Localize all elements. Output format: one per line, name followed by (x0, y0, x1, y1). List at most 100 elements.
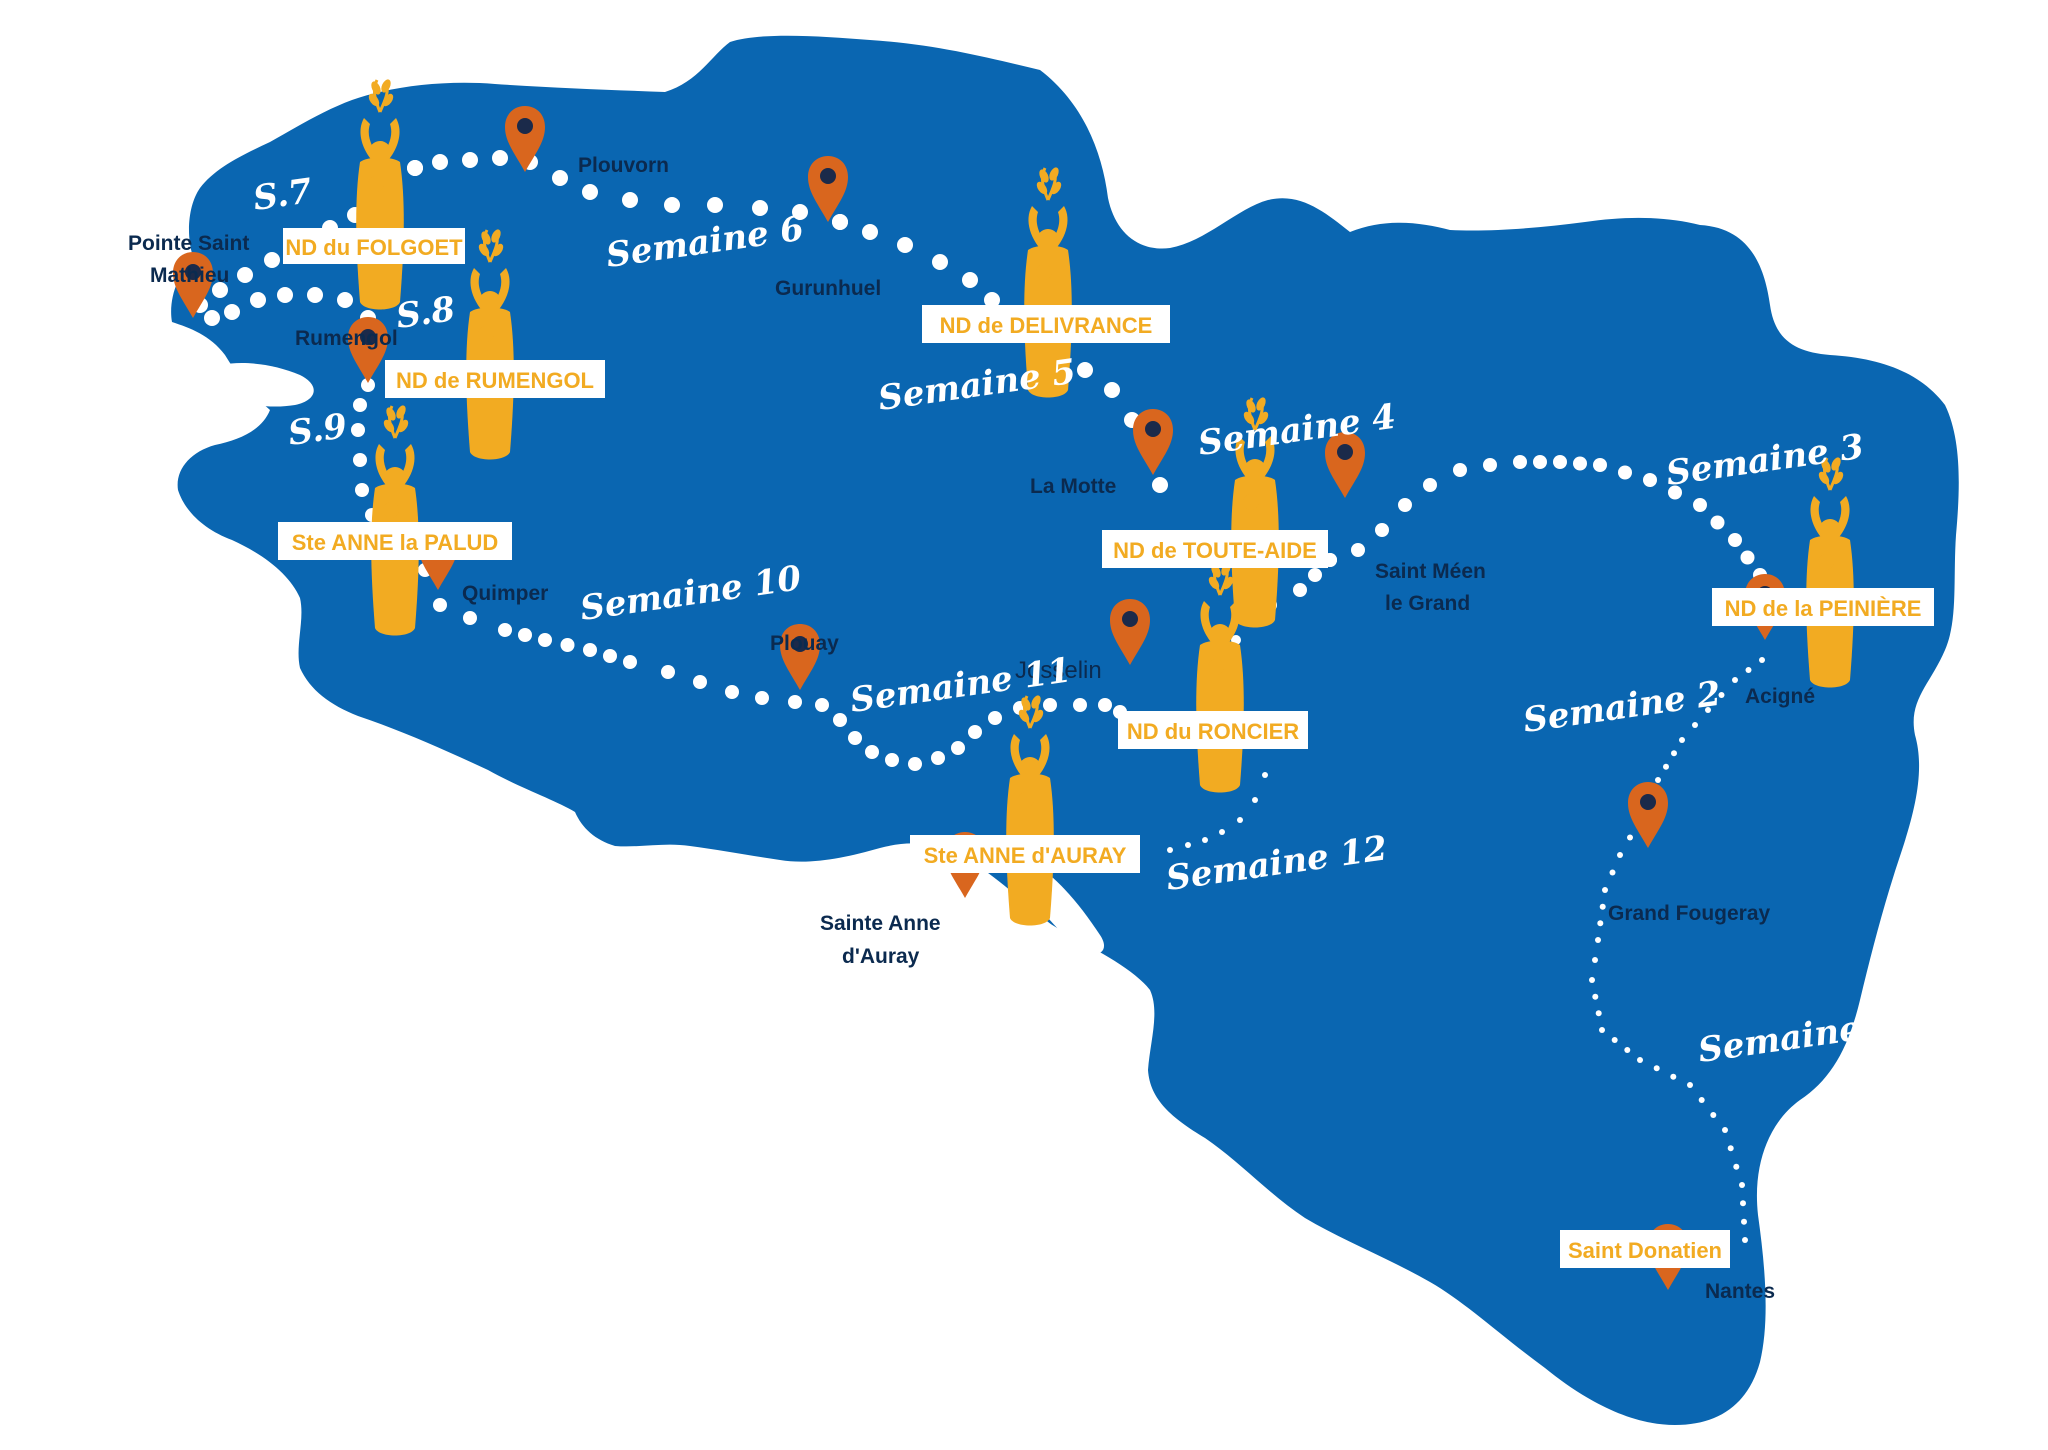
route-dot (1483, 458, 1497, 472)
route-dot (1593, 458, 1607, 472)
route-dot (1453, 463, 1467, 477)
route-dot (1668, 485, 1682, 500)
route-dot (603, 649, 617, 663)
route-semaine-12 (1167, 772, 1268, 853)
route-dot (1098, 698, 1112, 712)
route-dot (885, 753, 899, 767)
svg-text:ND de la PEINIÈRE: ND de la PEINIÈRE (1725, 596, 1922, 621)
route-dot (1043, 698, 1057, 712)
route-dot (307, 287, 323, 303)
city-gurunhuel: Gurunhuel (775, 277, 881, 300)
route-dot (788, 695, 802, 709)
svg-text:Ste ANNE d'AURAY: Ste ANNE d'AURAY (924, 843, 1127, 868)
route-dot (1742, 1237, 1748, 1243)
route-dot (1611, 1037, 1618, 1043)
city-grand-fougeray: Grand Fougeray (1608, 902, 1771, 925)
route-dot (1710, 515, 1725, 530)
route-dot (1599, 1027, 1605, 1033)
route-dot (264, 252, 280, 268)
svg-text:ND de DELIVRANCE: ND de DELIVRANCE (940, 313, 1153, 338)
route-dot (1219, 829, 1225, 835)
shrine-nd-folgoet: ND du FOLGOET (283, 228, 465, 264)
route-dot (433, 598, 447, 612)
route-dot (815, 698, 829, 712)
route-dot (1740, 1200, 1746, 1207)
map-pin-icon (1133, 409, 1173, 475)
map-pin-icon (348, 317, 388, 383)
route-dot (661, 665, 675, 679)
route-dot (432, 154, 448, 170)
route-dot (1693, 498, 1707, 512)
svg-text:ND de RUMENGOL: ND de RUMENGOL (396, 368, 594, 393)
route-dot (582, 184, 598, 200)
route-dot (212, 282, 228, 298)
route-dot (962, 272, 978, 288)
route-dot (1104, 382, 1120, 398)
city-pointe-saint-mathieu-2: Mathieu (150, 264, 229, 287)
route-dot (552, 170, 568, 186)
route-semaine-1 (1589, 657, 1765, 1243)
route-dot (1733, 1163, 1740, 1170)
route-dot (1077, 362, 1093, 378)
route-dot (353, 453, 367, 467)
route-dot (1308, 568, 1322, 582)
shrine-ste-anne-palud: Ste ANNE la PALUD (278, 522, 512, 560)
route-dot (1718, 692, 1725, 698)
route-dot (1602, 887, 1608, 893)
map-pin-icon (1628, 782, 1668, 848)
route-dot (560, 638, 575, 652)
route-dot (755, 691, 769, 705)
city-pointe-saint-mathieu: Pointe Saint (128, 232, 249, 255)
city-quimper: Quimper (462, 582, 548, 605)
route-dot (353, 398, 367, 412)
route-dot (984, 292, 1000, 308)
route-dot (1655, 777, 1661, 783)
route-dot (1513, 455, 1527, 469)
shrine-nd-toute-aide: ND de TOUTE-AIDE (1102, 530, 1328, 568)
city-nantes: Nantes (1705, 1280, 1775, 1303)
route-dot (1663, 763, 1669, 770)
city-plouay: Plouay (770, 632, 839, 655)
route-dot (538, 633, 552, 647)
route-dot (693, 675, 707, 689)
route-dot (337, 292, 353, 308)
route-dot (1237, 817, 1243, 823)
route-dot (968, 725, 982, 739)
route-dot (498, 623, 512, 637)
route-dot (1722, 1127, 1728, 1133)
route-dot (1262, 772, 1268, 778)
route-dot (1375, 523, 1389, 537)
route-dot (1553, 455, 1567, 469)
route-dot (1728, 533, 1742, 547)
route-dot (1670, 1073, 1677, 1080)
map-pin-icon (505, 106, 545, 172)
route-dot (1732, 677, 1738, 683)
route-dot (833, 713, 847, 727)
route-dot (848, 731, 862, 745)
route-dot (1741, 1218, 1747, 1225)
route-dot (897, 237, 913, 253)
shrine-saint-donatien: Saint Donatien (1560, 1230, 1730, 1268)
route-dot (462, 152, 478, 168)
route-dot (204, 310, 220, 326)
route-dot (664, 197, 680, 213)
city-la-motte: La Motte (1030, 475, 1116, 498)
map-pin-icon (1110, 599, 1150, 665)
route-dot (1653, 1065, 1660, 1072)
svg-text:ND du RONCIER: ND du RONCIER (1127, 719, 1299, 744)
route-dot (792, 204, 808, 220)
route-dot (832, 214, 848, 230)
route-dot (463, 611, 477, 625)
route-dot (1739, 1182, 1745, 1188)
map-pin-icon (1325, 432, 1365, 498)
route-dot (1073, 698, 1087, 712)
route-dot (1637, 1057, 1643, 1063)
shrine-ste-anne-auray: Ste ANNE d'AURAY (910, 835, 1140, 873)
route-dot (355, 483, 369, 497)
route-semaine-10-11 (433, 598, 1127, 771)
route-dot (1589, 977, 1595, 983)
route-dot (1423, 478, 1437, 492)
route-dot (1617, 852, 1623, 858)
shrine-nd-delivrance: ND de DELIVRANCE (922, 305, 1170, 343)
shrine-nd-peiniere: ND de la PEINIÈRE (1712, 588, 1934, 626)
